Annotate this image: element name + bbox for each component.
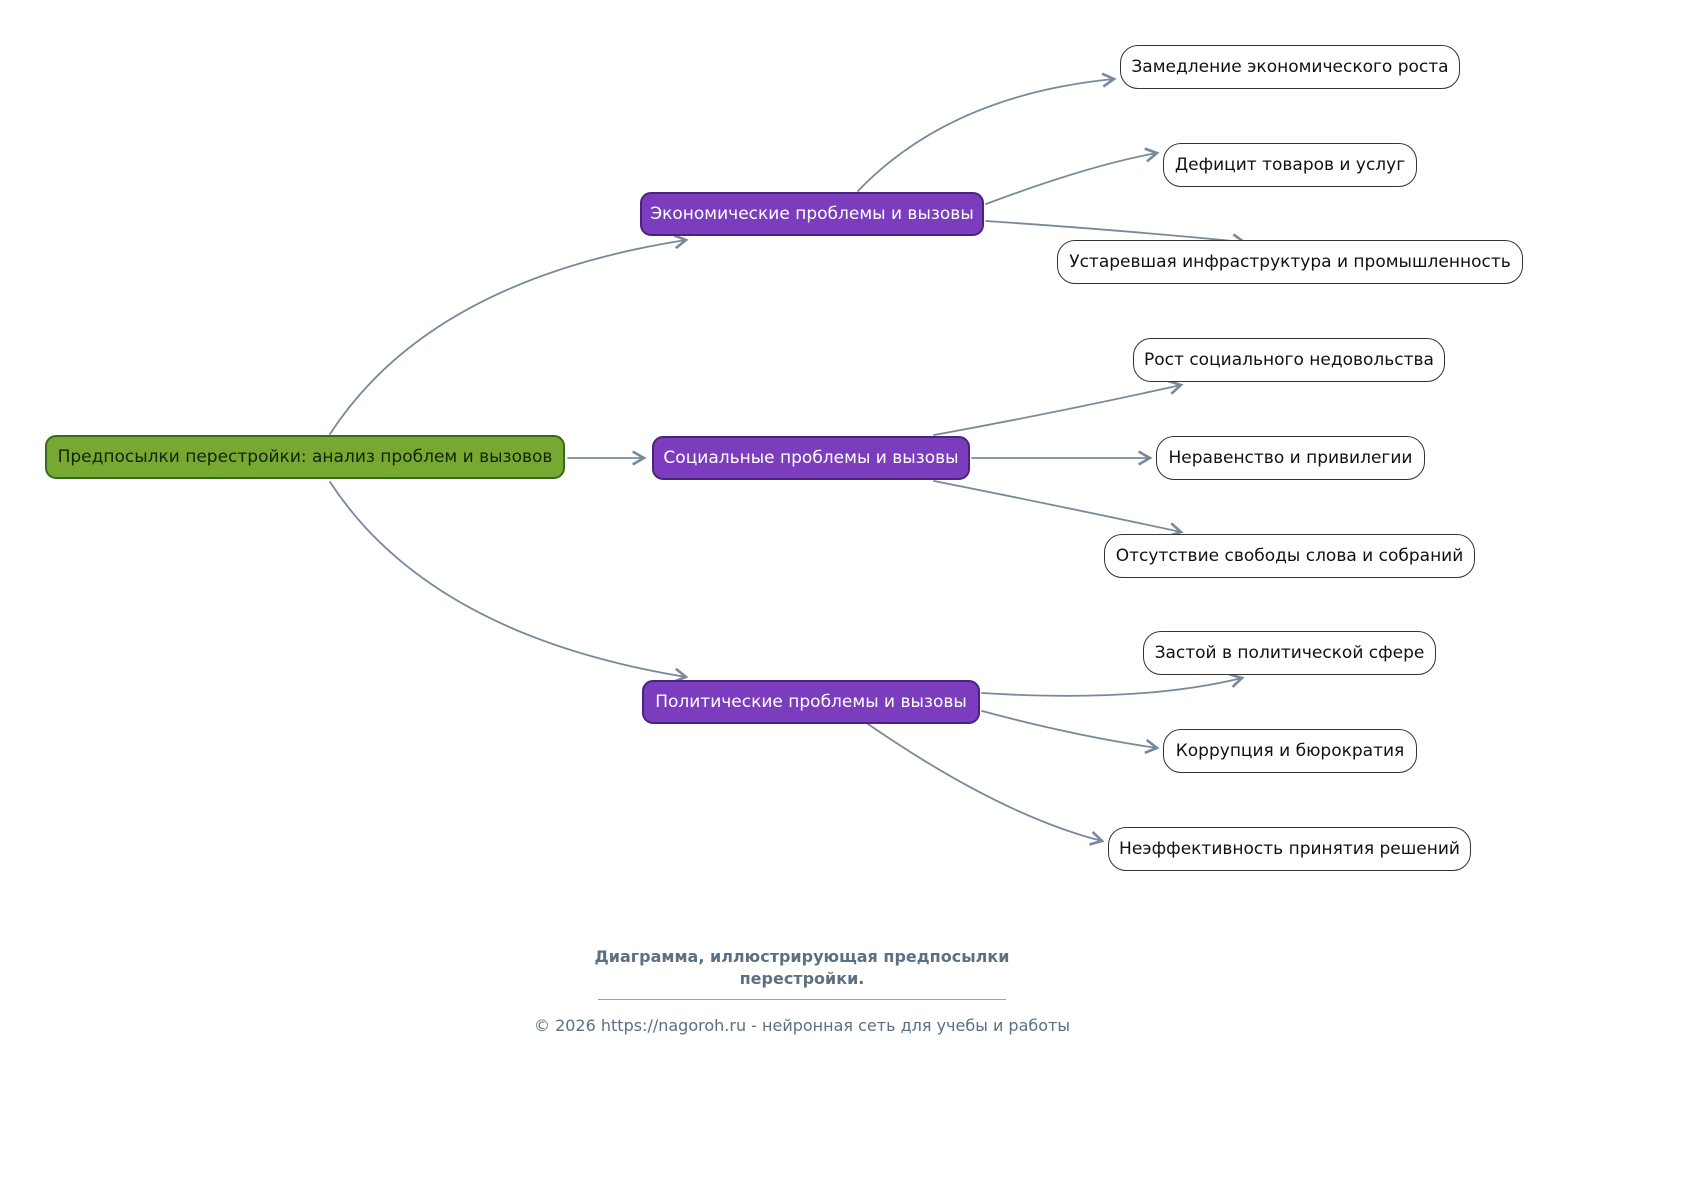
edge-economic-leaf-2 — [985, 147, 1160, 205]
edge-economic-leaf-3 — [985, 220, 1247, 249]
leaf-node-economic-2: Дефицит товаров и услуг — [1163, 143, 1417, 187]
leaf-node-economic-1: Замедление экономического роста — [1120, 45, 1460, 89]
edge-social-leaf-3 — [933, 480, 1184, 538]
branch-node-economic: Экономические проблемы и вызовы — [640, 192, 984, 236]
copyright-text: © 2026 https://nagoroh.ru - нейронная се… — [533, 1016, 1070, 1036]
branch-node-social: Социальные проблемы и вызовы — [652, 436, 970, 480]
edge-political-leaf-1 — [981, 673, 1245, 697]
footer-divider — [598, 999, 1006, 1001]
edge-root-economic — [329, 234, 689, 435]
root-node: Предпосылки перестройки: анализ проблем … — [45, 435, 565, 479]
edge-political-leaf-3 — [867, 723, 1105, 846]
edge-root-political — [329, 481, 689, 683]
leaf-node-social-2: Неравенство и привилегии — [1156, 436, 1425, 480]
leaf-node-political-2: Коррупция и бюрократия — [1163, 729, 1417, 773]
footer: Диаграмма, иллюстрирующая предпосылки пе… — [0, 946, 1604, 1035]
leaf-node-social-1: Рост социального недовольства — [1133, 338, 1445, 382]
edge-political-leaf-2 — [981, 710, 1160, 754]
leaf-node-social-3: Отсутствие свободы слова и собраний — [1104, 534, 1475, 578]
leaf-node-political-3: Неэффективность принятия решений — [1108, 827, 1471, 871]
diagram-caption: Диаграмма, иллюстрирующая предпосылки пе… — [594, 947, 1010, 988]
leaf-node-economic-3: Устаревшая инфраструктура и промышленнос… — [1057, 240, 1523, 284]
edge-social-leaf-1 — [933, 379, 1184, 436]
branch-node-political: Политические проблемы и вызовы — [642, 680, 980, 724]
leaf-node-political-1: Застой в политической сфере — [1143, 631, 1436, 675]
edge-economic-leaf-1 — [857, 72, 1117, 192]
